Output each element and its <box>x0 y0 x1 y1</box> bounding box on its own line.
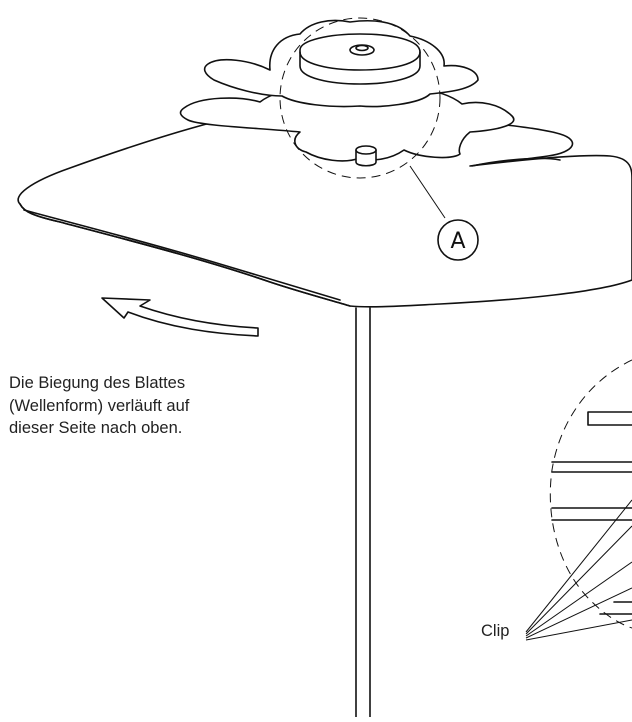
note-line-3: dieser Seite nach oben. <box>9 419 183 437</box>
callout-leader-a <box>409 165 446 219</box>
callout-label-a: A <box>450 229 465 254</box>
detail-view-clips <box>525 359 632 641</box>
stem-rod <box>355 307 371 718</box>
detail-circle-a <box>279 17 441 179</box>
clip-bar <box>587 411 632 426</box>
clip-label: Clip <box>481 622 510 640</box>
leaf-pad <box>17 111 632 308</box>
note-line-1: Die Biegung des Blattes <box>9 374 186 392</box>
clip-leaders <box>525 499 632 641</box>
bend-direction-note: Die Biegung des Blattes (Wellenform) ver… <box>9 372 269 440</box>
note-line-2: (Wellenform) verläuft auf <box>9 396 190 415</box>
callout-bubble-a <box>437 219 479 261</box>
curve-direction-arrow <box>101 297 259 337</box>
flower-ornament <box>179 19 515 167</box>
